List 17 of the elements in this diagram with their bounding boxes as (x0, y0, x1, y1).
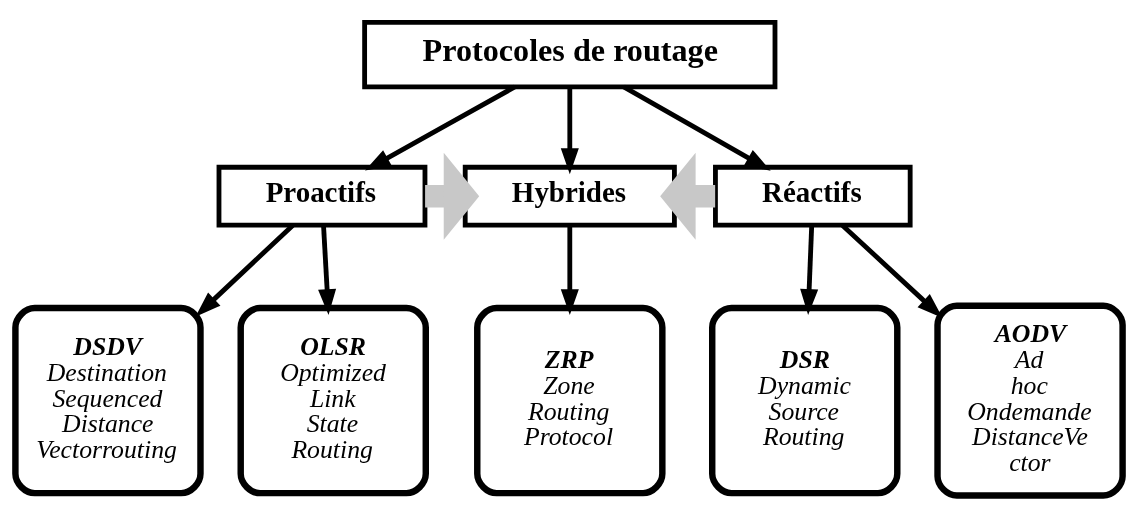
node-box: Protocoles de routage (362, 20, 778, 90)
arrow (622, 84, 771, 171)
arrow (560, 86, 579, 175)
arrow (365, 84, 516, 171)
node-box: AODV Ad hoc Ondemande DistanceVe ctor (934, 302, 1126, 499)
node-box: OLSR Optimized Link State Routing (237, 304, 429, 497)
arrow (425, 152, 480, 240)
arrow (318, 225, 337, 315)
node-box: DSDV Destination Sequenced Distance Vectorrouting (12, 304, 204, 497)
node-box: DSR Dynamic Source Routing (709, 304, 901, 497)
arrow (560, 225, 579, 315)
node-box: ZRP Zone Routing Protocol (474, 304, 666, 497)
arrow (660, 152, 716, 240)
arrow (800, 225, 819, 315)
node-box: Réactifs (713, 164, 913, 228)
node-box: Proactifs (216, 164, 428, 228)
node-box: Hybrides (462, 164, 677, 228)
